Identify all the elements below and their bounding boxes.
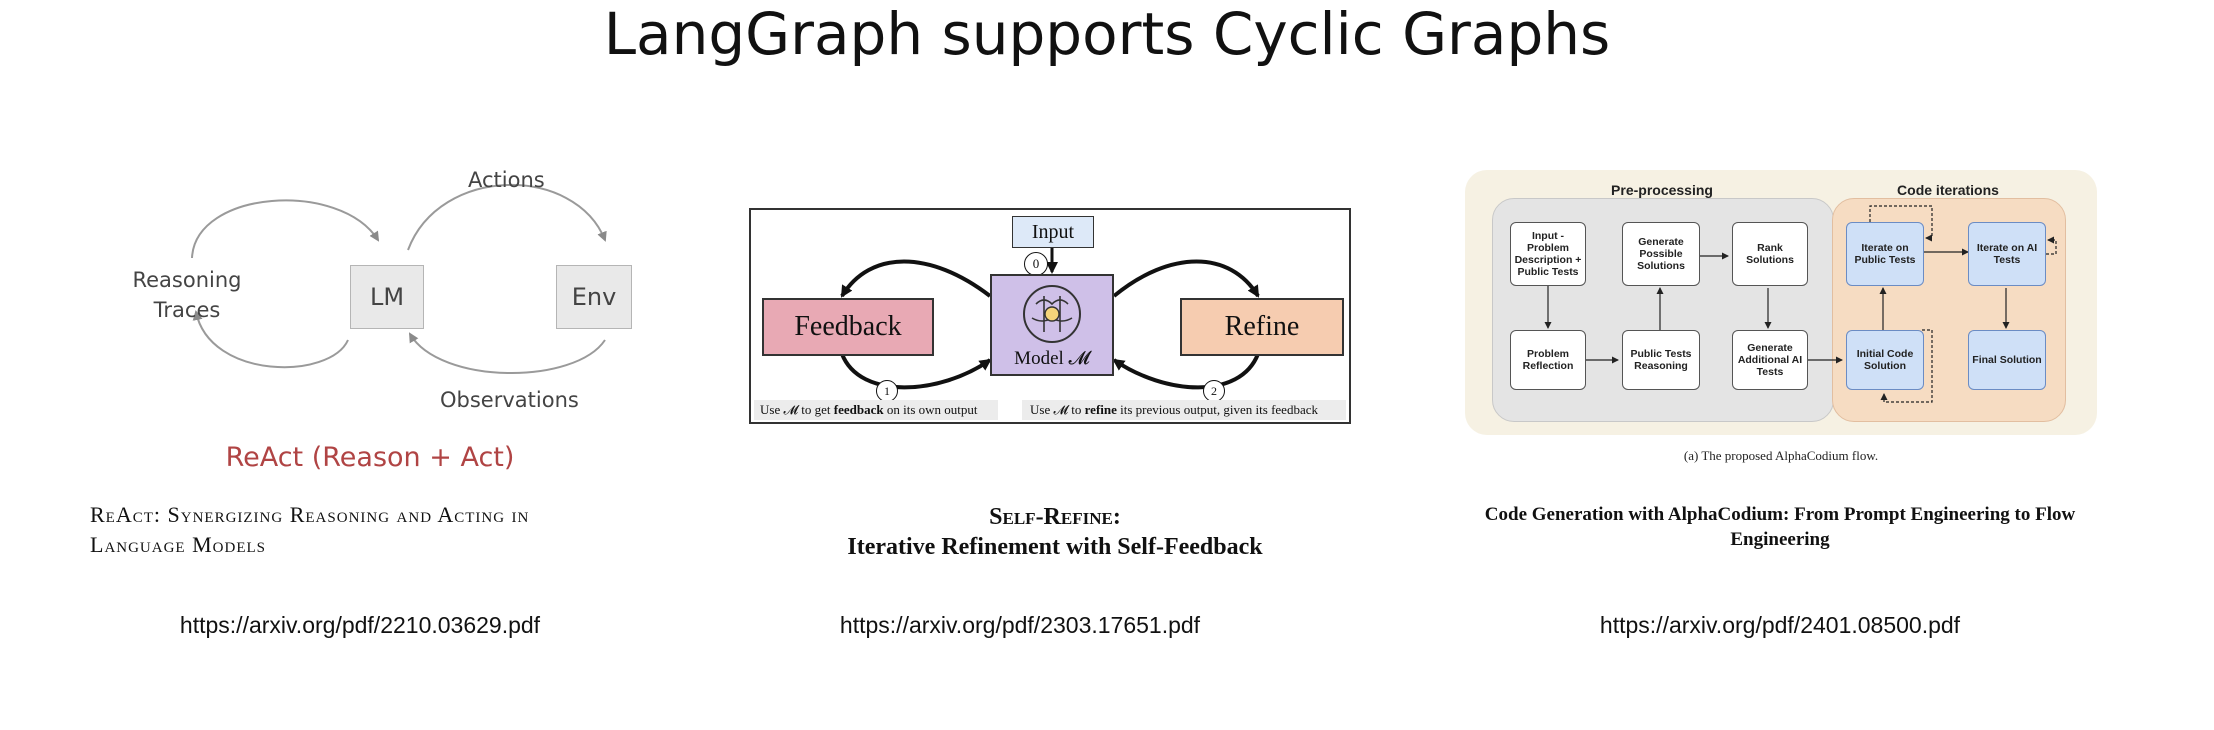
feedback-to-model-arrow: [840, 353, 992, 390]
loop-public-tests: [1869, 205, 1933, 242]
feedback-caption: Use 𝓜 to get feedback on its own output: [754, 400, 998, 420]
feedback-caption-bold: feedback: [833, 402, 884, 417]
brain-icon: [1023, 285, 1081, 343]
problem-reflection-node: Problem Reflection: [1510, 330, 1586, 390]
react-url-link[interactable]: https://arxiv.org/pdf/2210.03629.pdf: [179, 612, 541, 638]
reasoning-arrow-bottom: [192, 310, 349, 369]
actions-label: Actions: [468, 168, 545, 192]
actions-arrow: [407, 184, 607, 251]
self-refine-paper-title-line2: Iterative Refinement with Self-Feedback: [847, 534, 1263, 560]
refine-to-model-arrow: [1112, 353, 1260, 390]
env-node: Env: [556, 265, 632, 329]
refine-caption: Use 𝓜 to refine its previous output, giv…: [1022, 400, 1346, 420]
generate-ai-tests-node: Generate Additional AI Tests: [1732, 330, 1808, 390]
preprocessing-label: Pre-processing: [1611, 182, 1713, 198]
self-refine-paper-title-line1: Self-Refine:: [989, 504, 1121, 530]
feedback-caption-post: on its own output: [883, 402, 978, 417]
alphacodium-url-link[interactable]: https://arxiv.org/pdf/2401.08500.pdf: [1599, 612, 1961, 638]
alphacodium-paper-title-line2: Engineering: [1730, 529, 1830, 550]
refine-caption-post: its previous output, given its feedback: [1116, 402, 1318, 417]
refine-caption-bold: refine: [1084, 402, 1117, 417]
iterate-public-tests-node: Iterate on Public Tests: [1846, 222, 1924, 286]
alphacodium-paper-title-line1: Code Generation with AlphaCodium: From P…: [1484, 504, 2076, 525]
loop-initial-code: [1880, 329, 1933, 403]
model-to-feedback-arrow: [840, 259, 992, 298]
alphacodium-paper-title: Code Generation with AlphaCodium: From P…: [1440, 502, 2120, 552]
reasoning-traces-label: Reasoning Traces: [132, 268, 242, 322]
final-solution-node: Final Solution: [1968, 330, 2046, 390]
rank-solutions-node: Rank Solutions: [1732, 222, 1808, 286]
reasoning-arrow-top: [191, 199, 380, 259]
feedback-node: Feedback: [762, 298, 934, 356]
model-label: Model 𝓜: [1014, 348, 1090, 369]
react-paper-title: ReAct: Synergizing Reasoning and Acting …: [90, 500, 710, 560]
self-refine-paper-title: Self-Refine: Iterative Refinement with S…: [760, 502, 1350, 562]
lm-node: LM: [350, 265, 424, 329]
react-paper-title-line2: Language Models: [90, 532, 266, 557]
input-node: Input: [1012, 216, 1094, 248]
input-problem-node: Input - Problem Description + Public Tes…: [1510, 222, 1586, 286]
react-caption: ReAct (Reason + Act): [225, 442, 515, 473]
code-iterations-label: Code iterations: [1897, 182, 1999, 198]
self-refine-url-link[interactable]: https://arxiv.org/pdf/2303.17651.pdf: [839, 612, 1201, 638]
reasoning-line1: Reasoning: [132, 268, 242, 292]
initial-code-solution-node: Initial Code Solution: [1846, 330, 1924, 390]
model-to-refine-arrow: [1112, 259, 1260, 298]
alphacodium-figure-caption: (a) The proposed AlphaCodium flow.: [1683, 448, 1879, 463]
loop-ai-tests: [2046, 236, 2057, 255]
page-title: LangGraph supports Cyclic Graphs: [603, 0, 1611, 68]
model-node: Model 𝓜: [990, 274, 1114, 376]
generate-solutions-node: Generate Possible Solutions: [1622, 222, 1700, 286]
public-tests-reasoning-node: Public Tests Reasoning: [1622, 330, 1700, 390]
observations-label: Observations: [440, 388, 579, 412]
react-paper-title-line1: ReAct: Synergizing Reasoning and Acting …: [90, 502, 530, 527]
feedback-caption-pre: Use 𝓜 to get: [760, 402, 834, 417]
refine-node: Refine: [1180, 298, 1344, 356]
observations-arrow: [408, 332, 606, 374]
iterate-ai-tests-node: Iterate on AI Tests: [1968, 222, 2046, 286]
reasoning-line2: Traces: [153, 298, 221, 322]
refine-caption-pre: Use 𝓜 to: [1030, 402, 1085, 417]
